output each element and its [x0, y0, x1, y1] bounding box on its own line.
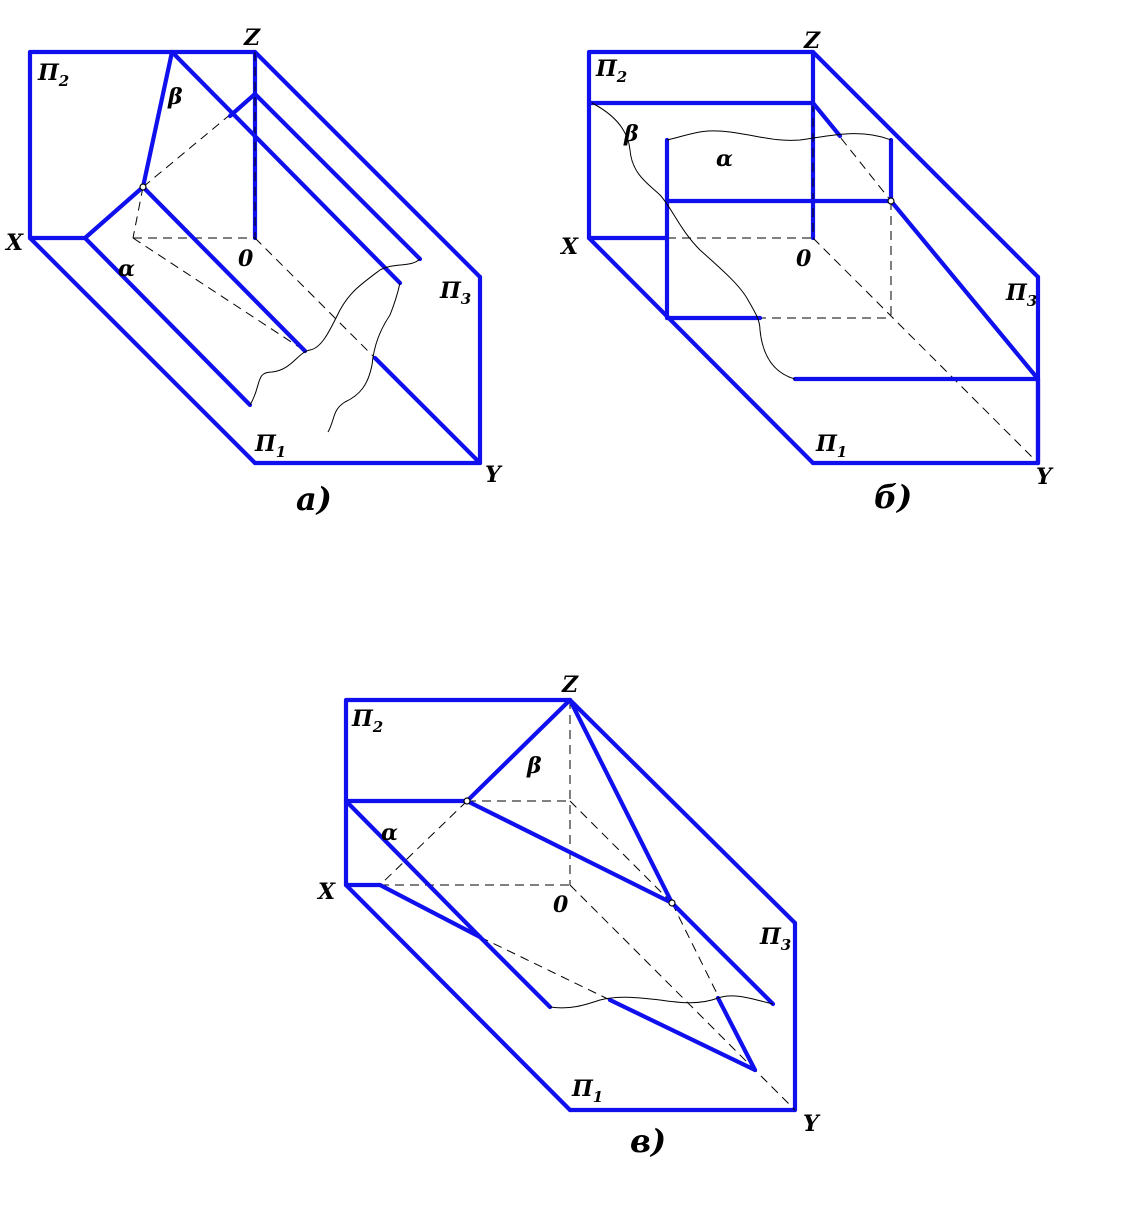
figure-c-frame [343, 697, 798, 1113]
figure-c-plane-v: П2 [351, 706, 383, 736]
figure-a-axis-x: X [4, 230, 24, 256]
figure-a-beta-traces [82, 49, 483, 466]
figure-b-plane-traces [664, 100, 1041, 466]
figure-c-origin: 0 [553, 892, 569, 918]
figure-b-caption: б) [874, 478, 912, 516]
figure-b-beta-label: β [623, 121, 639, 147]
figure-b-origin: 0 [796, 246, 812, 272]
figure-a: Z X Y 0 β α П2 П3 П1 а) [4, 25, 503, 518]
figure-b-plane-w: П3 [1005, 280, 1037, 310]
figure-c-beta-label: β [526, 753, 542, 779]
figure-a-caption: а) [296, 480, 332, 518]
figure-c-plane-w: П3 [759, 924, 791, 954]
figure-a-alpha-label: α [118, 256, 135, 282]
figure-c-alpha-label: α [381, 820, 398, 846]
figure-a-origin: 0 [238, 246, 254, 272]
figure-a-beta-label: β [167, 84, 183, 110]
figure-c-axis-x: X [316, 879, 336, 905]
figure-a-plane-v: П2 [37, 60, 69, 90]
figure-b-intersection-point [887, 197, 895, 205]
figure-b-alpha-label: α [716, 146, 733, 172]
figure-c-wavy-edge [549, 995, 774, 1009]
figure-c-hidden-lines [379, 700, 796, 1111]
figure-b-wavy-edges [591, 102, 892, 380]
figure-c-point-1 [463, 797, 471, 805]
figure-a-intersection-point [139, 183, 147, 191]
figure-a-plane-h: П1 [254, 431, 286, 461]
figure-b-plane-v: П2 [595, 56, 627, 86]
figure-c-point-2 [668, 899, 676, 907]
figure-a-axis-y: Y [485, 462, 503, 488]
figure-c-plane-traces [343, 697, 776, 1073]
figure-b: Z X Y 0 β α П2 П3 П1 б) [559, 28, 1054, 516]
figure-c-axis-z: Z [561, 672, 579, 698]
figure-a-wavy-edges [249, 258, 421, 433]
figure-b-frame [586, 49, 1041, 466]
figure-a-axis-z: Z [243, 25, 261, 51]
figure-c: Z X Y 0 β α П2 П3 П1 в) [316, 672, 821, 1160]
figure-c-caption: в) [630, 1122, 666, 1160]
figure-c-axis-y: Y [803, 1111, 821, 1137]
figure-c-plane-h: П1 [571, 1076, 603, 1106]
figure-b-axis-y: Y [1036, 464, 1054, 490]
figure-a-plane-w: П3 [439, 278, 471, 308]
figure-b-axis-x: X [559, 234, 579, 260]
figure-b-plane-h: П1 [815, 431, 847, 461]
figure-b-axis-z: Z [803, 28, 821, 54]
